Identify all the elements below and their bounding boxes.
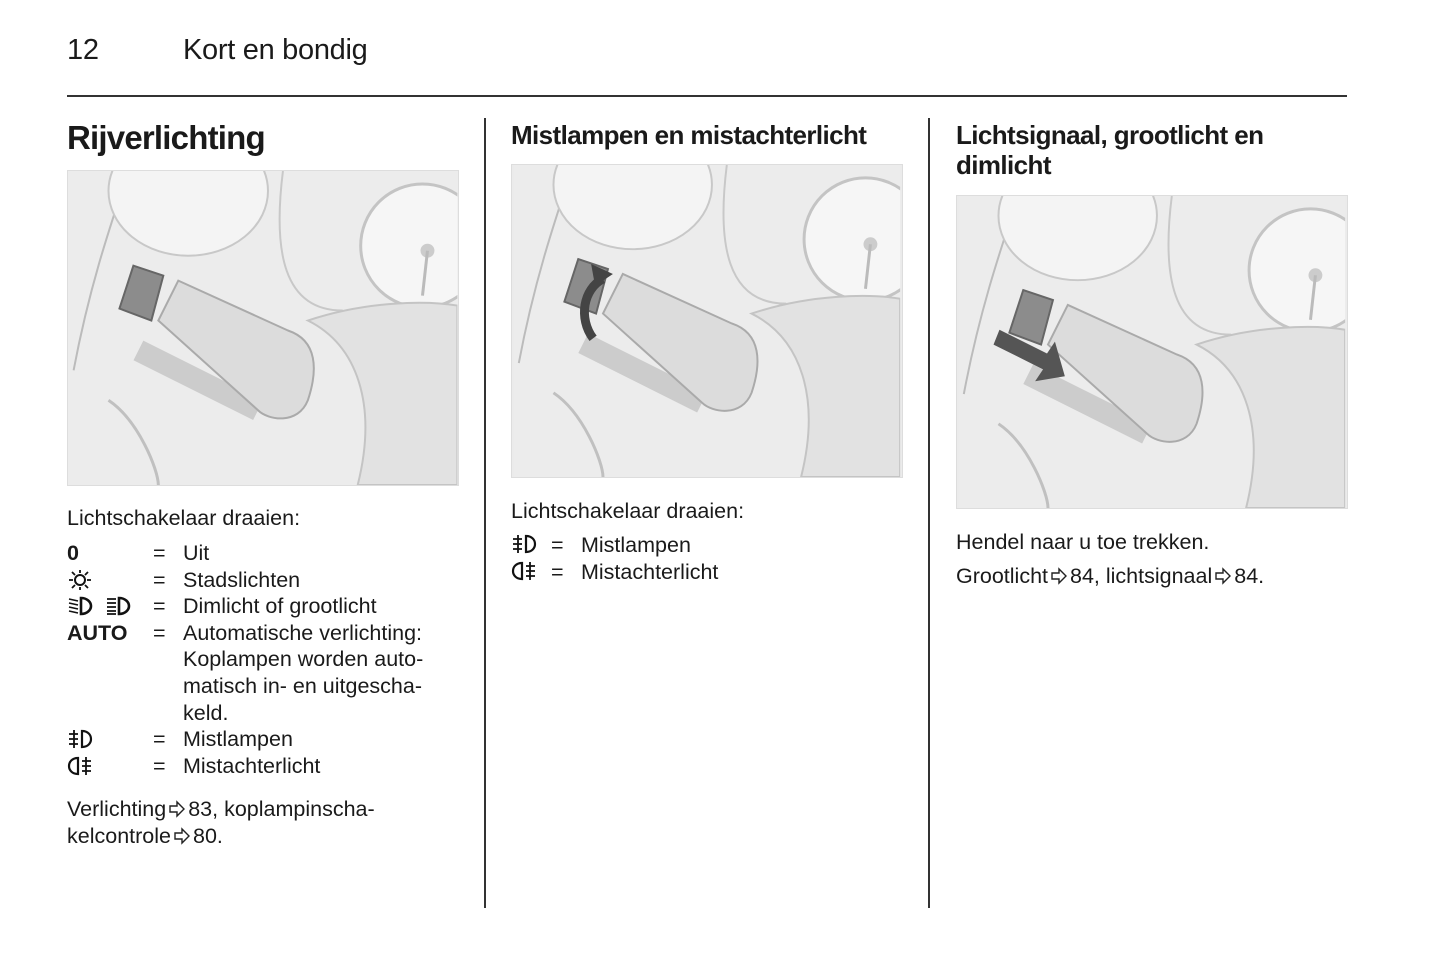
page-reference-arrow-icon (173, 827, 191, 845)
header-rule (67, 95, 1347, 97)
legend-row: =Dimlicht of grootlicht (67, 593, 458, 620)
page-number: 12 (67, 34, 99, 66)
symbol-legend: =Mistlampen =Mistachterlicht (511, 532, 718, 585)
legend-row: =Mistachterlicht (67, 753, 458, 780)
legend-row: =Mistlampen (67, 726, 458, 753)
section-title: Mistlampen en mistachterlicht (511, 120, 867, 150)
low-beam-icon (67, 595, 93, 617)
column-divider (484, 118, 486, 908)
off-symbol: 0 (67, 541, 79, 565)
legend-row: =Mistachterlicht (511, 559, 718, 586)
auto-symbol: AUTO (67, 620, 128, 645)
front-fog-light-icon (511, 533, 537, 555)
high-beam-lever-illustration (956, 195, 1348, 509)
chapter-title: Kort en bondig (183, 34, 368, 66)
intro-text: Lichtschakelaar draaien: (511, 499, 745, 523)
fog-light-switch-illustration (511, 164, 903, 478)
rear-fog-light-icon (67, 755, 93, 777)
legend-row: AUTO=Automatische verlichting:Koplampen … (67, 620, 424, 725)
parking-light-icon (67, 569, 93, 591)
symbol-legend: 0=Uit =Stadslichten =Dimlicht of grootli… (67, 540, 458, 779)
legend-row: =Mistlampen (511, 532, 718, 559)
page-reference-arrow-icon (168, 800, 186, 818)
rear-fog-light-icon (511, 560, 537, 582)
column-divider (928, 118, 930, 908)
intro-text: Lichtschakelaar draaien: (67, 506, 301, 530)
high-beam-icon (105, 595, 131, 617)
legend-row: =Stadslichten (67, 567, 458, 594)
light-switch-illustration (67, 170, 459, 486)
page-reference-arrow-icon (1050, 567, 1068, 585)
front-fog-light-icon (67, 728, 93, 750)
page-reference-arrow-icon (1214, 567, 1232, 585)
legend-row: 0=Uit (67, 541, 210, 565)
instruction-text: Hendel naar u toe trekken. (956, 530, 1210, 554)
section-title: Rijverlichting (67, 119, 266, 156)
